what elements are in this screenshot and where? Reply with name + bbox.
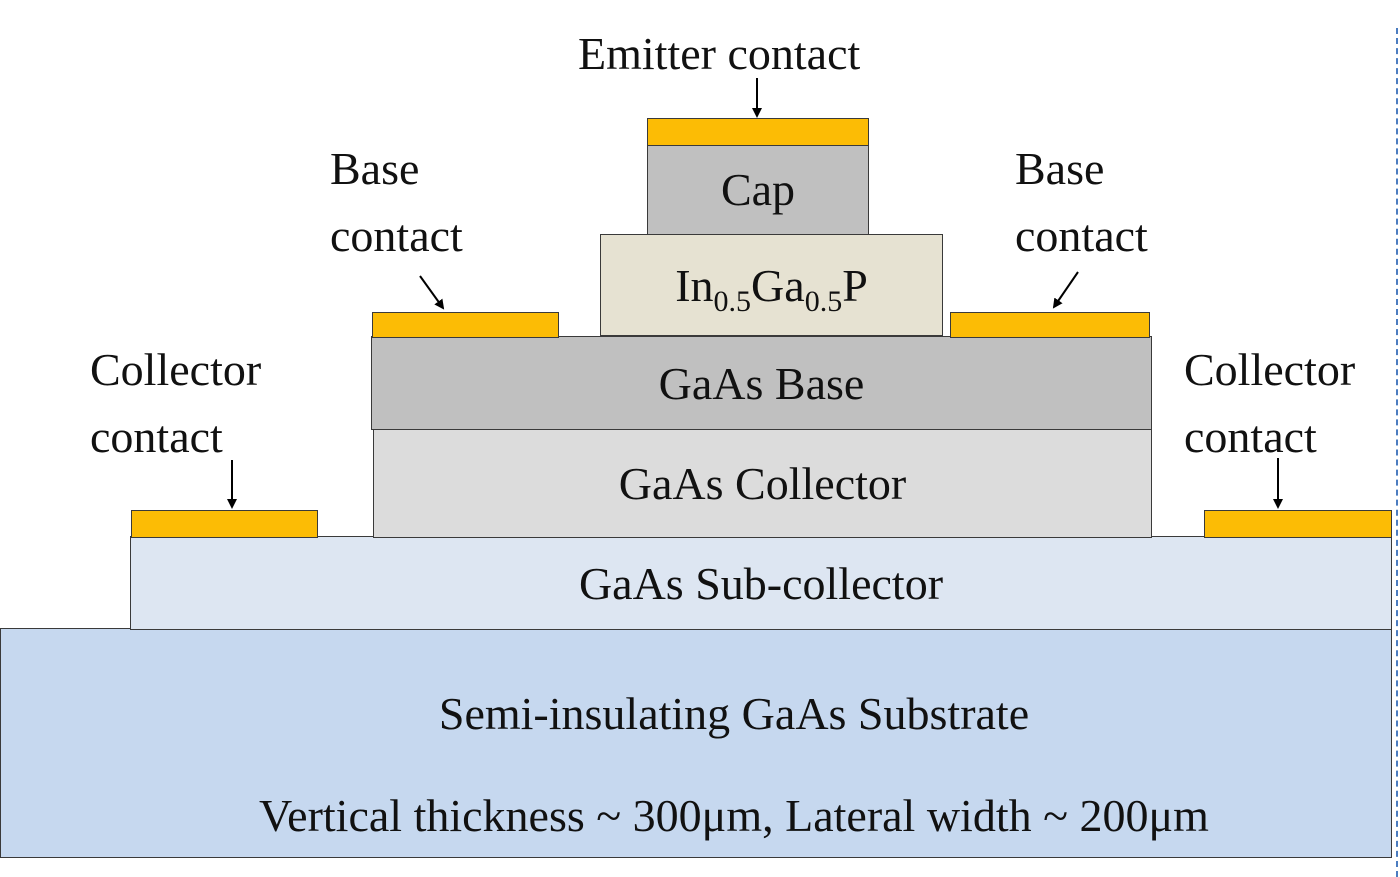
ingap-element-in: In [675,259,714,311]
collector-contact-right-label-line2: contact [1184,411,1317,462]
base-contact-left-arrow [419,275,445,310]
collector-label: GaAs Collector [618,457,907,509]
ingap-element-p: P [842,259,868,311]
ingap-layer: In0.5Ga0.5P [600,234,943,336]
base-contact-left-label-line1: Base [330,143,420,194]
ingap-element-ga: Ga [751,259,805,311]
cap-layer: Cap [647,144,869,235]
substrate-label: Semi-insulating GaAs Substrate [438,688,1030,739]
ingap-label: In0.5Ga0.5P [675,259,868,317]
base-contact-right-arrow [1052,271,1079,309]
base-label: GaAs Base [658,357,865,409]
substrate-dimensions-note: Vertical thickness ~ 300μm, Lateral widt… [259,790,1209,841]
substrate-layer: Semi-insulating GaAs Substrate Vertical … [0,628,1392,858]
collector-layer: GaAs Collector [373,428,1152,538]
base-contact-pad-left [372,312,559,338]
base-layer: GaAs Base [371,336,1152,430]
ingap-subscript-in: 0.5 [713,284,752,318]
dashed-divider [1396,28,1398,877]
cap-label: Cap [720,164,796,215]
subcollector-label: GaAs Sub-collector [578,557,944,609]
collector-contact-pad-right [1204,510,1392,538]
collector-contact-pad-left [131,510,318,538]
collector-contact-left-label-line2: contact [90,411,223,462]
ingap-subscript-ga: 0.5 [804,284,843,318]
base-contact-right-label-line1: Base [1015,143,1105,194]
collector-contact-right-label-line1: Collector [1184,344,1356,395]
base-contact-left-label-line2: contact [330,210,463,261]
base-contact-pad-right [950,312,1150,338]
emitter-contact-label: Emitter contact [578,28,861,79]
base-contact-right-label-line2: contact [1015,210,1148,261]
collector-contact-left-label-line1: Collector [90,344,262,395]
emitter-contact-pad [647,118,869,146]
